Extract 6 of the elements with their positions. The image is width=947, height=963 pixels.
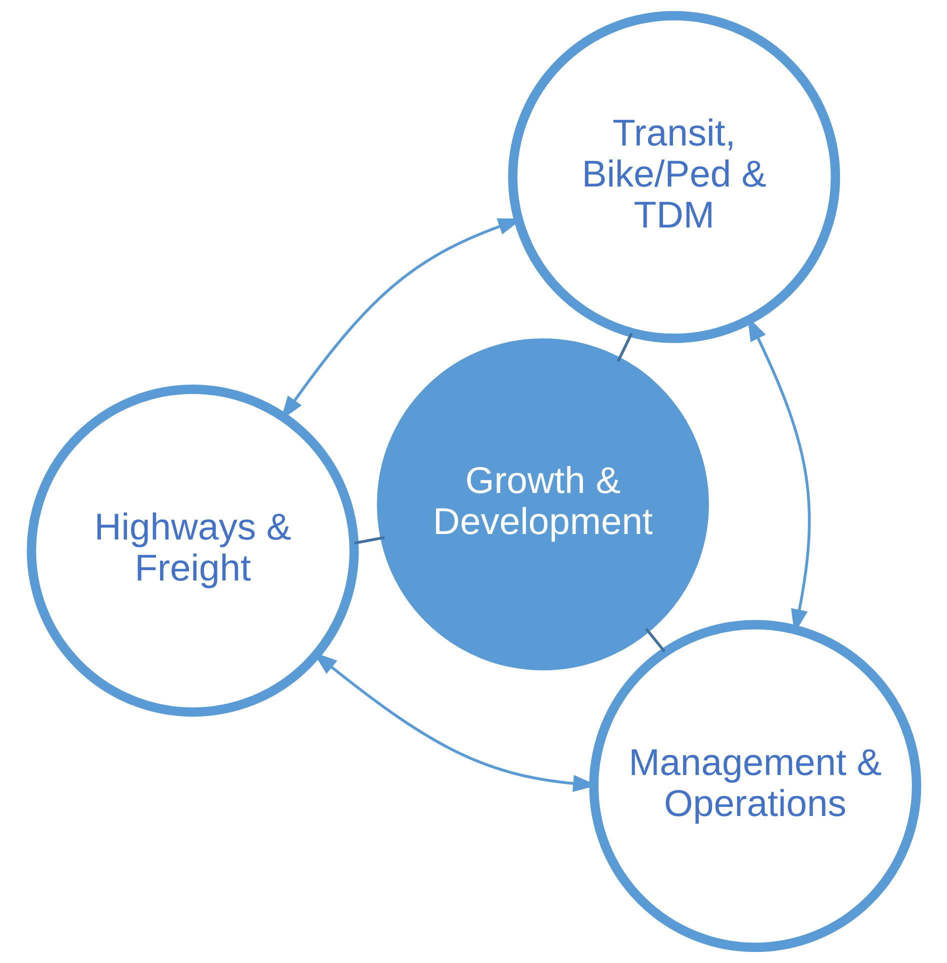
connector xyxy=(644,628,666,652)
node-circle: Management & Operations xyxy=(588,620,921,952)
connector xyxy=(616,332,632,362)
connector xyxy=(354,536,384,544)
node-circle: Growth & Development xyxy=(376,338,708,670)
node-circle: Highways & Freight xyxy=(26,384,358,717)
